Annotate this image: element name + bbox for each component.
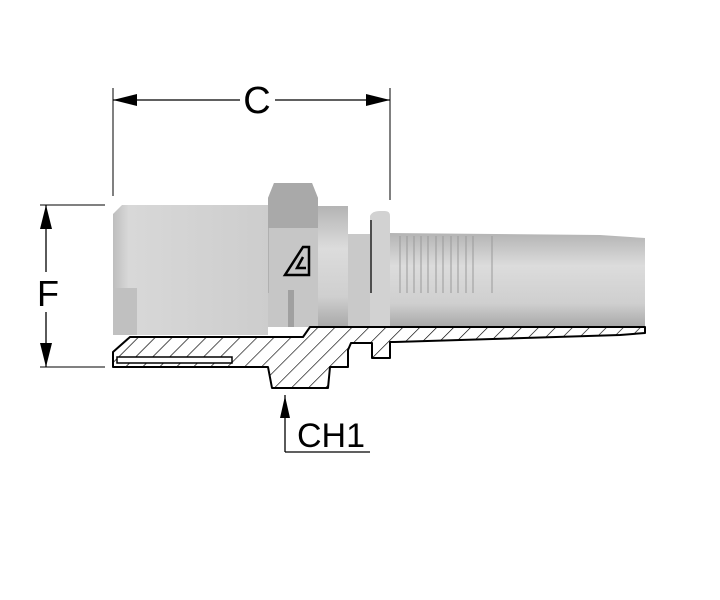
dimension-f: F (37, 204, 105, 368)
dimension-c-label: C (243, 80, 270, 122)
fitting-body (113, 183, 645, 335)
arrow-right-icon (366, 94, 390, 106)
dimension-ch1-label: CH1 (297, 417, 365, 455)
arrow-left-icon (113, 94, 137, 106)
dimension-c: C (112, 80, 391, 200)
arrow-down-icon (40, 343, 52, 367)
arrow-up-icon (280, 396, 290, 418)
arrow-up-icon (40, 205, 52, 229)
dimension-ch1: CH1 (280, 395, 370, 455)
manufacturer-logo-icon (282, 245, 311, 277)
section-hatch (112, 326, 646, 389)
dimension-f-label: F (37, 273, 59, 314)
